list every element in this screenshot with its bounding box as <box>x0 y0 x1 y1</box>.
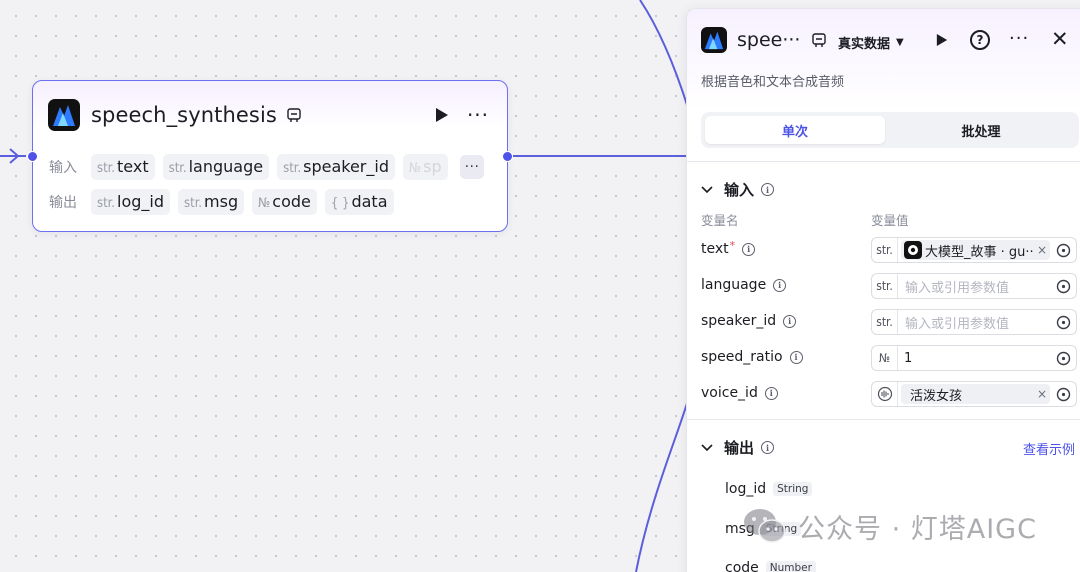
chevron-down-icon[interactable] <box>701 442 713 454</box>
speech-app-icon <box>48 99 80 131</box>
param-speaker-id-value[interactable]: str. 输入或引用参数值 <box>871 309 1077 335</box>
target-icon[interactable] <box>1050 238 1076 262</box>
node-title: speech_synthesis <box>91 103 277 127</box>
speech-synthesis-node[interactable]: speech_synthesis ··· 输入 str.text str.lan… <box>27 80 513 232</box>
required-mark: * <box>729 238 736 252</box>
mock-data-icon <box>811 32 827 48</box>
type-str: str. <box>872 310 898 334</box>
chevron-down-icon[interactable] <box>701 184 713 196</box>
column-header-name: 变量名 <box>701 213 739 228</box>
param-text-value[interactable]: str. 大模型_故事 · gu··· × <box>871 237 1077 263</box>
divider <box>687 419 1080 420</box>
output-section-title: 输出 <box>724 439 755 457</box>
panel-header <box>687 9 1080 114</box>
target-icon[interactable] <box>1050 346 1076 370</box>
input-tag-text: str.text <box>91 154 155 180</box>
type-str: str. <box>872 238 898 262</box>
mock-badge-icon <box>286 107 302 123</box>
node-inputs-row: 输入 str.text str.language str.speaker_id … <box>49 154 495 180</box>
reference-chip[interactable]: 大模型_故事 · gu··· × <box>901 240 1050 260</box>
outputs-label: 输出 <box>49 195 77 211</box>
type-str: str. <box>872 274 898 298</box>
tab-single[interactable]: 单次 <box>705 116 885 144</box>
param-voice-id-value[interactable]: 活泼女孩 × <box>871 381 1077 407</box>
inputs-label: 输入 <box>49 160 77 176</box>
caret-down-icon: ▼ <box>896 37 904 48</box>
output-port[interactable] <box>502 151 513 162</box>
type-badge: String <box>761 522 802 536</box>
output-tag-msg: str.msg <box>178 189 245 215</box>
input-tag-language: str.language <box>162 154 270 180</box>
target-icon[interactable] <box>1050 310 1076 334</box>
target-icon[interactable] <box>1050 274 1076 298</box>
speech-app-icon <box>701 27 727 53</box>
close-icon[interactable]: ✕ <box>1051 27 1069 51</box>
input-port[interactable] <box>27 151 38 162</box>
view-example-link[interactable]: 查看示例 <box>1023 443 1076 458</box>
input-section-title: 输入 <box>724 181 755 199</box>
node-header: speech_synthesis ··· <box>48 98 491 132</box>
type-badge: Number <box>765 561 816 572</box>
info-icon[interactable]: i <box>783 314 797 328</box>
panel-title: spee··· <box>737 29 801 51</box>
info-icon[interactable]: i <box>773 278 787 292</box>
param-language-value[interactable]: str. 输入或引用参数值 <box>871 273 1077 299</box>
llm-node-icon <box>904 241 922 259</box>
clear-voice-icon[interactable]: × <box>1036 387 1047 401</box>
output-tag-data: { }data <box>324 189 394 215</box>
info-icon[interactable]: i <box>789 350 803 364</box>
panel-description: 根据音色和文本合成音频 <box>701 75 845 90</box>
param-text: text*i <box>701 238 756 257</box>
info-icon[interactable]: i <box>761 441 775 454</box>
tab-batch[interactable]: 批处理 <box>961 124 1001 140</box>
more-inputs-button[interactable]: ··· <box>460 155 484 179</box>
voice-icon <box>872 382 898 406</box>
column-header-value: 变量值 <box>871 213 909 228</box>
output-section-header[interactable]: 输出 i <box>701 437 775 458</box>
speed-ratio-input[interactable]: 1 <box>904 350 913 366</box>
edge-arrow-icon <box>9 148 20 164</box>
panel-more-button[interactable]: ··· <box>1009 28 1030 49</box>
voice-chip[interactable]: 活泼女孩 × <box>901 384 1050 404</box>
info-icon[interactable]: i <box>742 242 756 256</box>
param-speed-ratio-value[interactable]: № 1 <box>871 345 1077 371</box>
input-tag-speaker-id: str.speaker_id <box>277 154 395 180</box>
language-input[interactable]: 输入或引用参数值 <box>905 280 1010 296</box>
node-more-button[interactable]: ··· <box>466 103 490 127</box>
type-number: № <box>872 346 898 370</box>
target-icon[interactable] <box>1050 382 1076 406</box>
node-config-panel: spee··· 真实数据▼ ? ··· ✕ 根据音色和文本合成音频 单次 批处理… <box>686 8 1080 572</box>
panel-run-button[interactable] <box>933 31 951 49</box>
speaker-id-input[interactable]: 输入或引用参数值 <box>905 316 1010 332</box>
divider <box>687 161 1080 162</box>
input-section-header[interactable]: 输入 i <box>701 179 775 200</box>
node-run-button[interactable] <box>431 104 453 126</box>
info-icon[interactable]: i <box>764 386 778 400</box>
output-tag-log-id: str.log_id <box>91 189 171 215</box>
help-icon[interactable]: ? <box>970 30 990 50</box>
edge-top <box>639 0 689 109</box>
clear-reference-icon[interactable]: × <box>1036 243 1047 257</box>
info-icon[interactable]: i <box>761 183 775 196</box>
run-mode-tabs: 单次 批处理 <box>701 112 1079 148</box>
data-mode-select[interactable]: 真实数据▼ <box>838 37 904 52</box>
type-badge: String <box>773 482 813 496</box>
edge-bottom <box>635 399 689 572</box>
